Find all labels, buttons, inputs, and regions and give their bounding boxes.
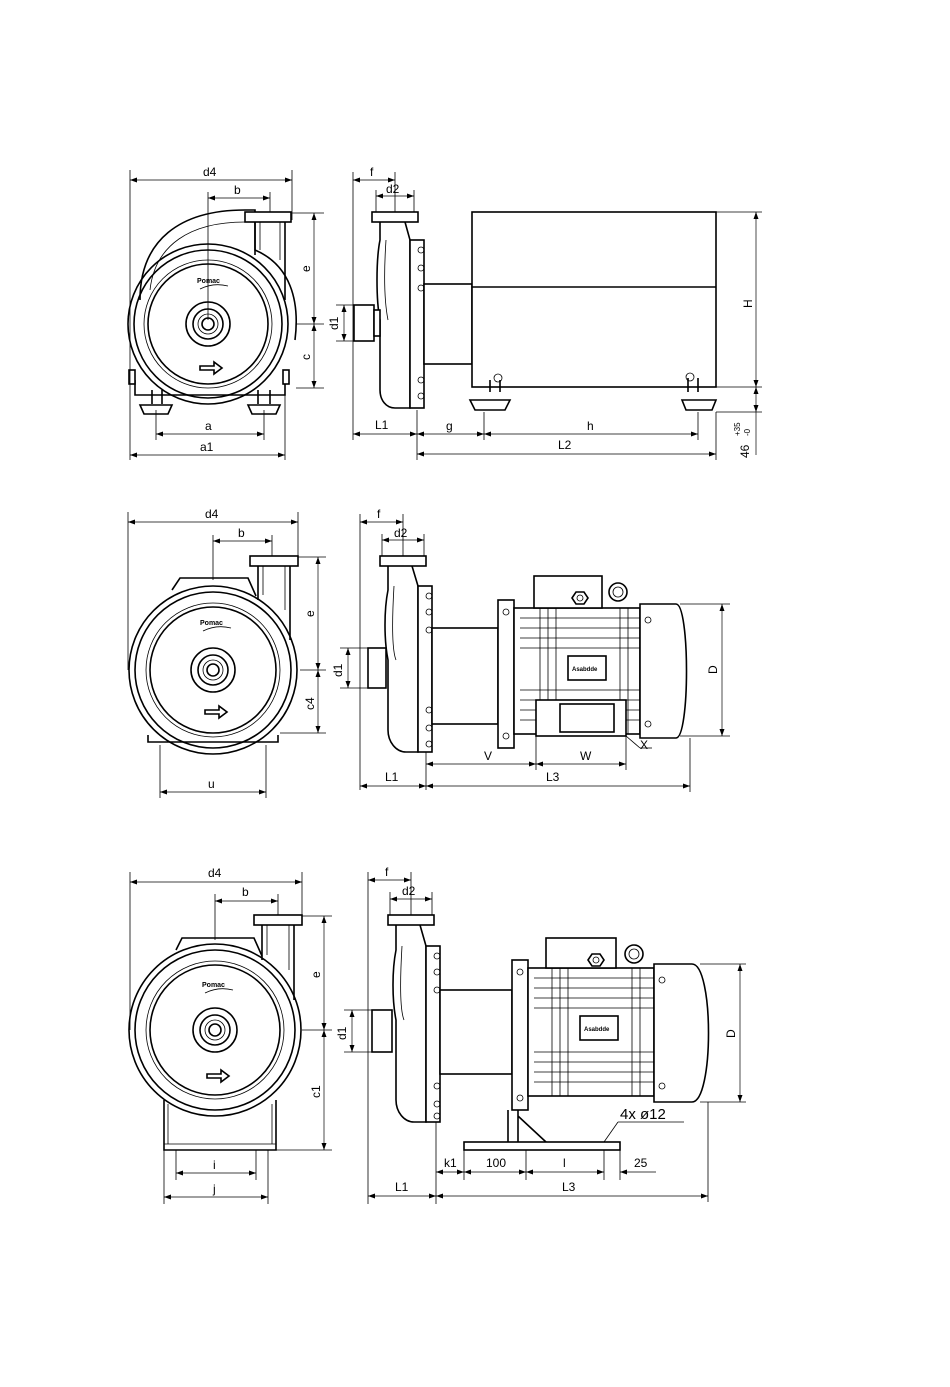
dim-label-25: 25 [634,1156,648,1170]
dim-label-f: f [370,165,374,179]
dim-label-b: b [238,526,245,540]
lifting-eye-icon [625,945,643,963]
view-1: Pomac d4 b e c [128,165,762,460]
rotation-arrow-icon [207,1070,229,1082]
dim-label-d2: d2 [402,884,416,898]
dim-label-b: b [242,885,249,899]
dim-label-L3: L3 [562,1180,576,1194]
dim-label-H: H [741,299,755,308]
view-3: Pomac d4 b e c1 i [129,865,746,1204]
dim-label-h: h [587,419,594,433]
dim-label-d4: d4 [208,866,222,880]
dim-label-l: l [563,1156,566,1170]
dim-label-e: e [303,610,317,617]
dim-label-e: e [299,265,313,272]
dim-label-L2: L2 [558,438,572,452]
dim-label-tol-base: 46 [738,444,752,458]
pump-logo: Pomac [197,278,220,285]
dim-label-a: a [205,419,212,433]
dim-label-W: W [580,749,592,763]
rotation-arrow-icon [205,706,227,718]
dim-label-e: e [309,971,323,978]
pump-logo: Pomac [202,982,225,989]
dim-label-j: j [212,1182,216,1196]
dim-label-c: c [299,354,313,360]
dim-label-k1: k1 [444,1156,457,1170]
dim-label-d1: d1 [331,663,345,677]
motor-plate: Asabdde [572,667,598,673]
dim-label-D: D [706,665,720,674]
dim-label-d1: d1 [335,1026,349,1040]
rotation-arrow-icon [200,362,222,374]
side-view-2: Asabdde [368,556,687,752]
dim-label-100: 100 [486,1156,506,1170]
front-view-1: Pomac [128,210,296,414]
dim-label-X: X [640,738,648,752]
dim-label-d4: d4 [203,165,217,179]
front-view-2: Pomac [129,556,298,754]
pump-logo: Pomac [200,620,223,627]
side-view-1 [354,212,716,410]
dim-label-i: i [213,1158,216,1172]
dim-label-L1: L1 [395,1180,409,1194]
dim-label-u: u [208,777,215,791]
dim-label-d1: d1 [327,316,341,330]
dim-label-d4: d4 [205,507,219,521]
dim-label-L3: L3 [546,770,560,784]
dim-label-a1: a1 [200,440,214,454]
dim-label-c4: c4 [303,697,317,710]
dim-label-D: D [724,1029,738,1038]
dim-label-d2: d2 [394,526,408,540]
front-view-3: Pomac [129,915,302,1150]
view-2: Pomac d4 b e c4 u [128,507,730,798]
dim-label-g: g [446,419,453,433]
motor-plate: Asabdde [584,1027,610,1033]
holes-label: 4x ø12 [620,1106,666,1123]
dim-label-d2: d2 [386,182,400,196]
dim-label-tol-lower: -0 [743,428,752,436]
lifting-eye-icon [609,583,627,601]
dim-label-b: b [234,183,241,197]
dim-label-tol-upper: +35 [733,422,742,436]
dim-label-c1: c1 [309,1085,323,1098]
dim-label-f: f [385,865,389,879]
dim-label-L1: L1 [385,770,399,784]
dim-label-V: V [484,749,492,763]
dim-label-L1: L1 [375,418,389,432]
dim-label-f: f [377,507,381,521]
